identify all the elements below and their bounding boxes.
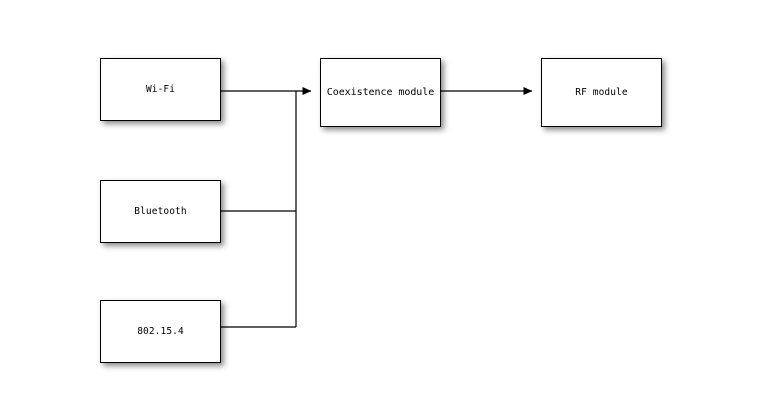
node-rf-module-label: RF module xyxy=(575,86,628,98)
node-802154[interactable]: 802.15.4 xyxy=(100,300,221,363)
node-802154-label: 802.15.4 xyxy=(137,325,184,337)
node-rf-module[interactable]: RF module xyxy=(541,58,662,127)
node-wifi-label: Wi-Fi xyxy=(145,83,176,95)
node-wifi[interactable]: Wi-Fi xyxy=(100,58,221,121)
node-coexistence-module[interactable]: Coexistence module xyxy=(320,58,441,127)
node-bluetooth[interactable]: Bluetooth xyxy=(100,180,221,243)
node-coexistence-module-label: Coexistence module xyxy=(326,86,435,98)
node-bluetooth-label: Bluetooth xyxy=(134,205,187,217)
